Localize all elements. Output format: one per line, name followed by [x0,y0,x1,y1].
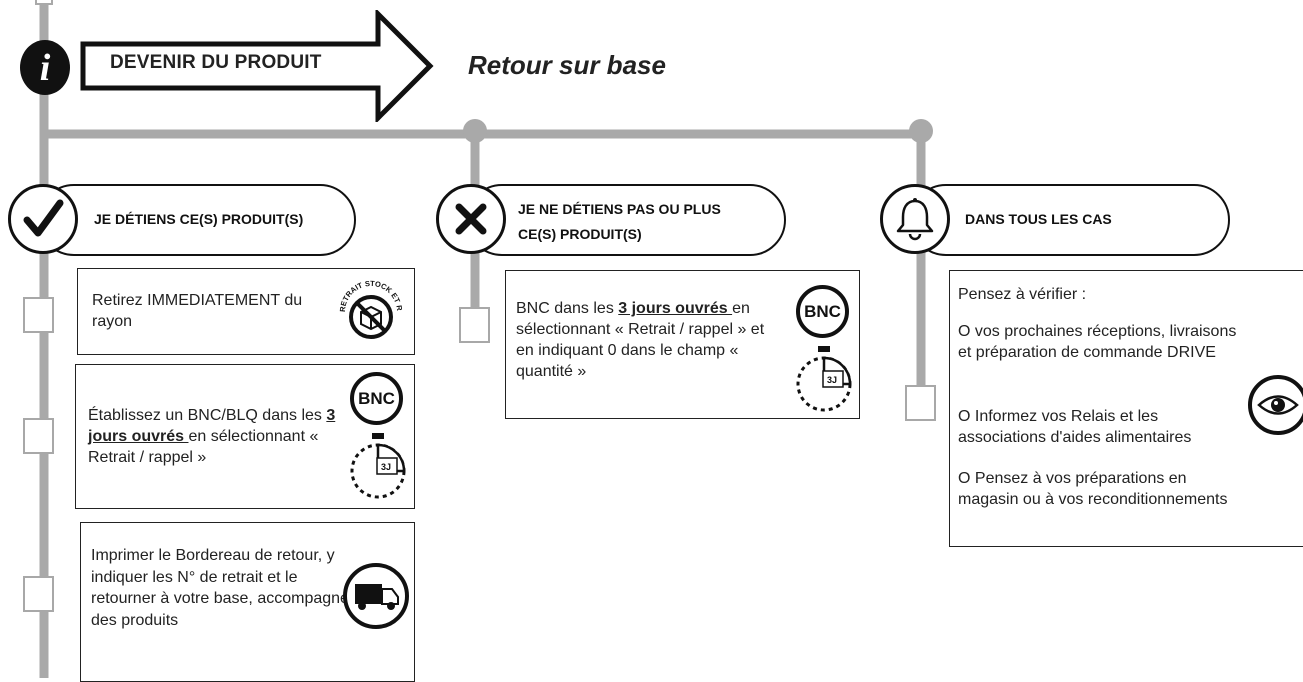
cross-icon [436,184,506,254]
checkbox-etablissez[interactable] [23,418,54,454]
checkbox-retirez[interactable] [23,297,54,333]
section-title-ne-detiens-pas-line1: JE NE DÉTIENS PAS OU PLUS [518,201,721,217]
retrait-stock-caption: RETRAIT STOCK ET RAYON [332,268,404,312]
timer-label-2: 3J [827,375,837,385]
pensez-point-2: O Informez vos Relais et les association… [958,408,1192,446]
info-icon: i [20,40,70,95]
stopwatch-3j-icon: 3J [350,433,406,499]
bnc-badge-1: BNC [350,372,403,425]
pensez-point-1: O vos prochaines réceptions, livraisons … [958,323,1237,361]
arrow-label: DEVENIR DU PRODUIT [110,52,322,73]
svg-text:RETRAIT STOCK ET RAYON: RETRAIT STOCK ET RAYON [332,268,404,312]
section-title-detiens: JE DÉTIENS CE(S) PRODUIT(S) [94,211,304,227]
checkbox-imprimer[interactable] [23,576,54,612]
instruction-box-pensez [949,270,1303,547]
checkbox-pensez[interactable] [905,385,936,421]
bnc-text-before: BNC dans les [516,300,619,317]
etablissez-text-before: Établissez un BNC/BLQ dans les [88,407,327,424]
truck-icon [343,563,409,629]
instruction-text-imprimer: Imprimer le Bordereau de retour, y indiq… [91,547,349,629]
section-header-ne-detiens-pas [466,184,786,256]
bnc-text-bold: 3 jours ouvrés [618,300,733,317]
checkbox-bnc[interactable] [459,307,490,343]
instruction-text-retirez: Retirez IMMEDIATEMENT du rayon [92,292,303,330]
instruction-text-bnc: BNC dans les 3 jours ouvrés en sélection… [516,298,786,382]
retrait-stock-rayon-icon: RETRAIT STOCK ET RAYON [332,268,404,339]
info-glyph: i [39,46,51,89]
stopwatch-3j-icon-2: 3J [796,346,852,412]
checkmark-icon [8,184,78,254]
instruction-text-etablissez: Établissez un BNC/BLQ dans les 3 jours o… [88,405,348,468]
pensez-intro: Pensez à vérifier : [958,286,1087,303]
pensez-point-3: O Pensez à vos préparations en magasin o… [958,470,1228,508]
eye-icon [1248,375,1303,435]
etablissez-text-after: en sélectionnant « Retrait / rappel » [88,428,319,466]
section-title-tous-les-cas: DANS TOUS LES CAS [965,211,1112,227]
section-title-ne-detiens-pas-line2: CE(S) PRODUIT(S) [518,226,642,242]
etablissez-text-bold: 3 jours ouvrés [88,407,336,445]
section-header-tous-les-cas [910,184,1230,256]
bnc-badge-2: BNC [796,285,849,338]
bnc-text-after: en sélectionnant « Retrait / rappel » et… [516,300,765,380]
instruction-box-retirez [77,268,415,355]
bell-icon [880,184,950,254]
page-subtitle: Retour sur base [468,50,666,80]
bnc-label-2: BNC [804,301,841,321]
timer-label-1: 3J [381,462,391,472]
arrow-banner-icon [80,10,434,122]
bnc-label: BNC [358,388,395,408]
